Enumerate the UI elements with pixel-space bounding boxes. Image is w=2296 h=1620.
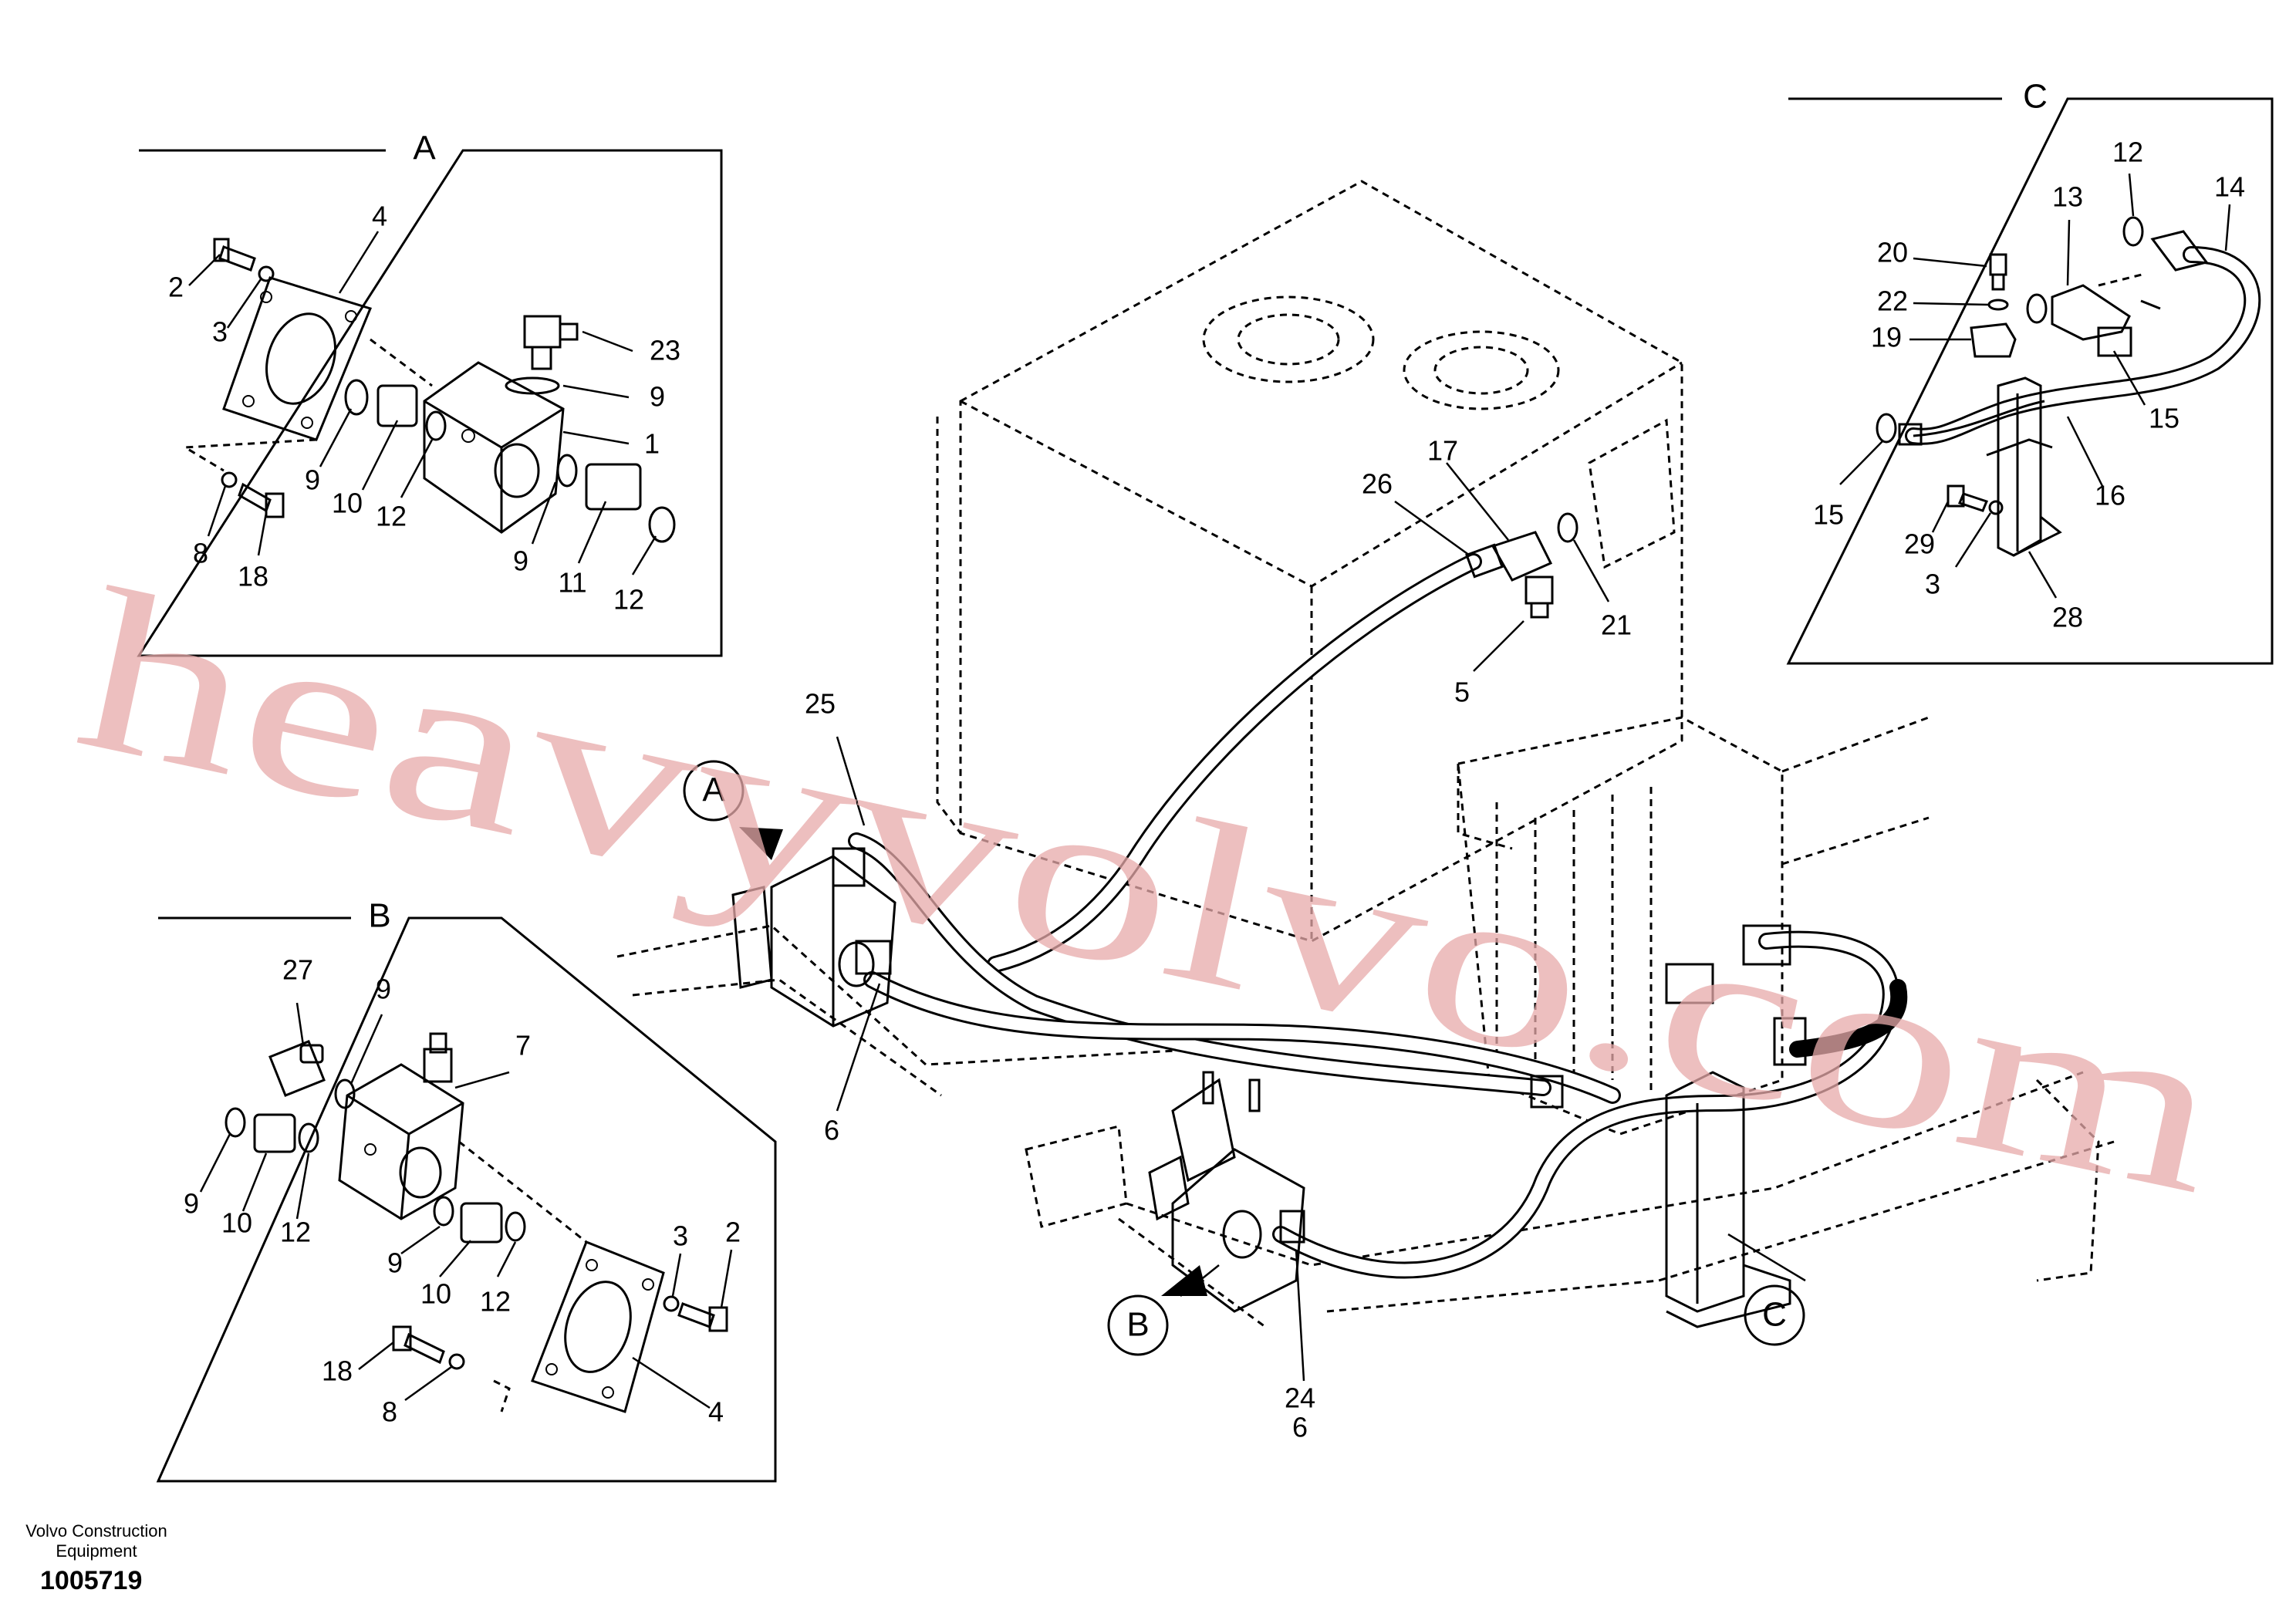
label-c-3: 3: [1925, 569, 1940, 600]
inset-a-title: A: [413, 130, 436, 167]
label-c-15-right: 15: [2149, 403, 2180, 434]
watermark-text: heavyvolvo.com: [60, 539, 2242, 1243]
label-main-17: 17: [1427, 435, 1458, 467]
main-labels: 17 26 21 5 25 6 24 6: [805, 435, 1632, 1443]
label-a-23: 23: [650, 335, 680, 366]
inset-a-labels: 2 3 4 23 9 1 9 10 12 9 11 12 8 18: [168, 201, 680, 616]
pipe-connectors: [1530, 924, 1807, 1109]
label-b-9-right: 9: [387, 1247, 403, 1279]
label-b-3: 3: [673, 1220, 688, 1252]
callout-b: B: [1107, 1265, 1207, 1356]
label-b-27: 27: [282, 954, 313, 986]
hose-b-line: [1272, 930, 1899, 1279]
label-main-24: 24: [1285, 1382, 1315, 1414]
label-a-9-right: 9: [513, 545, 528, 577]
label-b-10-right: 10: [420, 1278, 451, 1310]
footer-company-line1: Volvo Construction: [25, 1521, 167, 1541]
label-a-3: 3: [212, 316, 228, 348]
label-b-10-left: 10: [221, 1207, 252, 1239]
label-main-25: 25: [805, 688, 836, 720]
inset-b-title: B: [368, 897, 390, 935]
inset-c-leaders: [1839, 173, 2231, 599]
inset-c-title: C: [2023, 78, 2048, 116]
label-a-4: 4: [372, 201, 387, 232]
label-a-9-left: 9: [305, 464, 320, 496]
label-c-20: 20: [1877, 237, 1908, 268]
valve-block-b-main: [1148, 1071, 1305, 1313]
label-a-2: 2: [168, 272, 184, 303]
label-a-1: 1: [644, 428, 660, 460]
footer-company: Volvo Construction Equipment: [0, 1521, 193, 1561]
label-a-12-right: 12: [613, 584, 644, 616]
hose-lower-a: [863, 971, 1621, 1104]
label-c-28: 28: [2052, 602, 2083, 633]
bracket-c-main: [1665, 1071, 1791, 1328]
label-b-9-left: 9: [184, 1188, 199, 1220]
callout-a: A: [683, 760, 783, 860]
inset-a: A: [137, 130, 723, 657]
valve-block-a-main: [731, 847, 896, 1028]
label-main-26: 26: [1362, 468, 1393, 500]
label-c-19: 19: [1871, 322, 1902, 353]
inset-a-leaders: [188, 231, 657, 575]
tee-fitting-17: [1491, 512, 1578, 619]
label-c-29: 29: [1904, 528, 1935, 560]
label-b-2: 2: [725, 1217, 741, 1248]
hydraulic-tank-outline: [936, 180, 1683, 943]
label-main-6: 6: [824, 1115, 839, 1146]
label-main-5: 5: [1454, 677, 1470, 708]
inset-b: B: [156, 897, 777, 1483]
label-b-8: 8: [382, 1396, 397, 1428]
svg-text:B: B: [1126, 1306, 1149, 1344]
label-a-10: 10: [332, 488, 363, 519]
footer-company-line2: Equipment: [56, 1541, 137, 1561]
label-b-18: 18: [322, 1355, 353, 1387]
label-c-22: 22: [1877, 285, 1908, 317]
label-b-4: 4: [708, 1396, 724, 1428]
label-a-8: 8: [193, 538, 208, 569]
inset-c-labels: 12 14 13 20 22 19 15 16 15 29 3 28: [1813, 137, 2245, 633]
inset-b-labels: 27 9 7 9 10 12 9 10 12 3 2 18 8 4: [184, 954, 741, 1428]
label-a-12-mid: 12: [376, 501, 407, 532]
label-a-18: 18: [238, 561, 268, 592]
label-b-12-right: 12: [480, 1286, 511, 1318]
label-c-14: 14: [2214, 171, 2245, 203]
svg-text:A: A: [702, 771, 725, 809]
hose-return-line: [987, 553, 1482, 973]
label-a-11: 11: [558, 567, 586, 599]
inset-b-leaders: [199, 1002, 733, 1409]
label-c-13: 13: [2052, 181, 2083, 213]
label-c-15-left: 15: [1813, 499, 1844, 531]
inset-c: C: [1786, 78, 2274, 665]
label-a-9-top: 9: [650, 381, 665, 413]
label-main-21: 21: [1601, 609, 1632, 641]
callout-c: C: [1744, 1284, 1805, 1346]
drawing-number: 1005719: [40, 1566, 143, 1595]
svg-text:C: C: [1762, 1296, 1787, 1334]
label-c-16: 16: [2095, 480, 2125, 511]
label-b-7: 7: [515, 1030, 531, 1061]
label-b-12-left: 12: [280, 1217, 311, 1248]
hose-end-26: [1465, 543, 1504, 579]
hose-upper-a: [848, 832, 1551, 1096]
label-main-6-lower: 6: [1292, 1412, 1308, 1443]
pipe-to-valve: [1789, 979, 1908, 1058]
label-c-12: 12: [2112, 137, 2143, 168]
label-b-9-top: 9: [376, 974, 391, 1005]
